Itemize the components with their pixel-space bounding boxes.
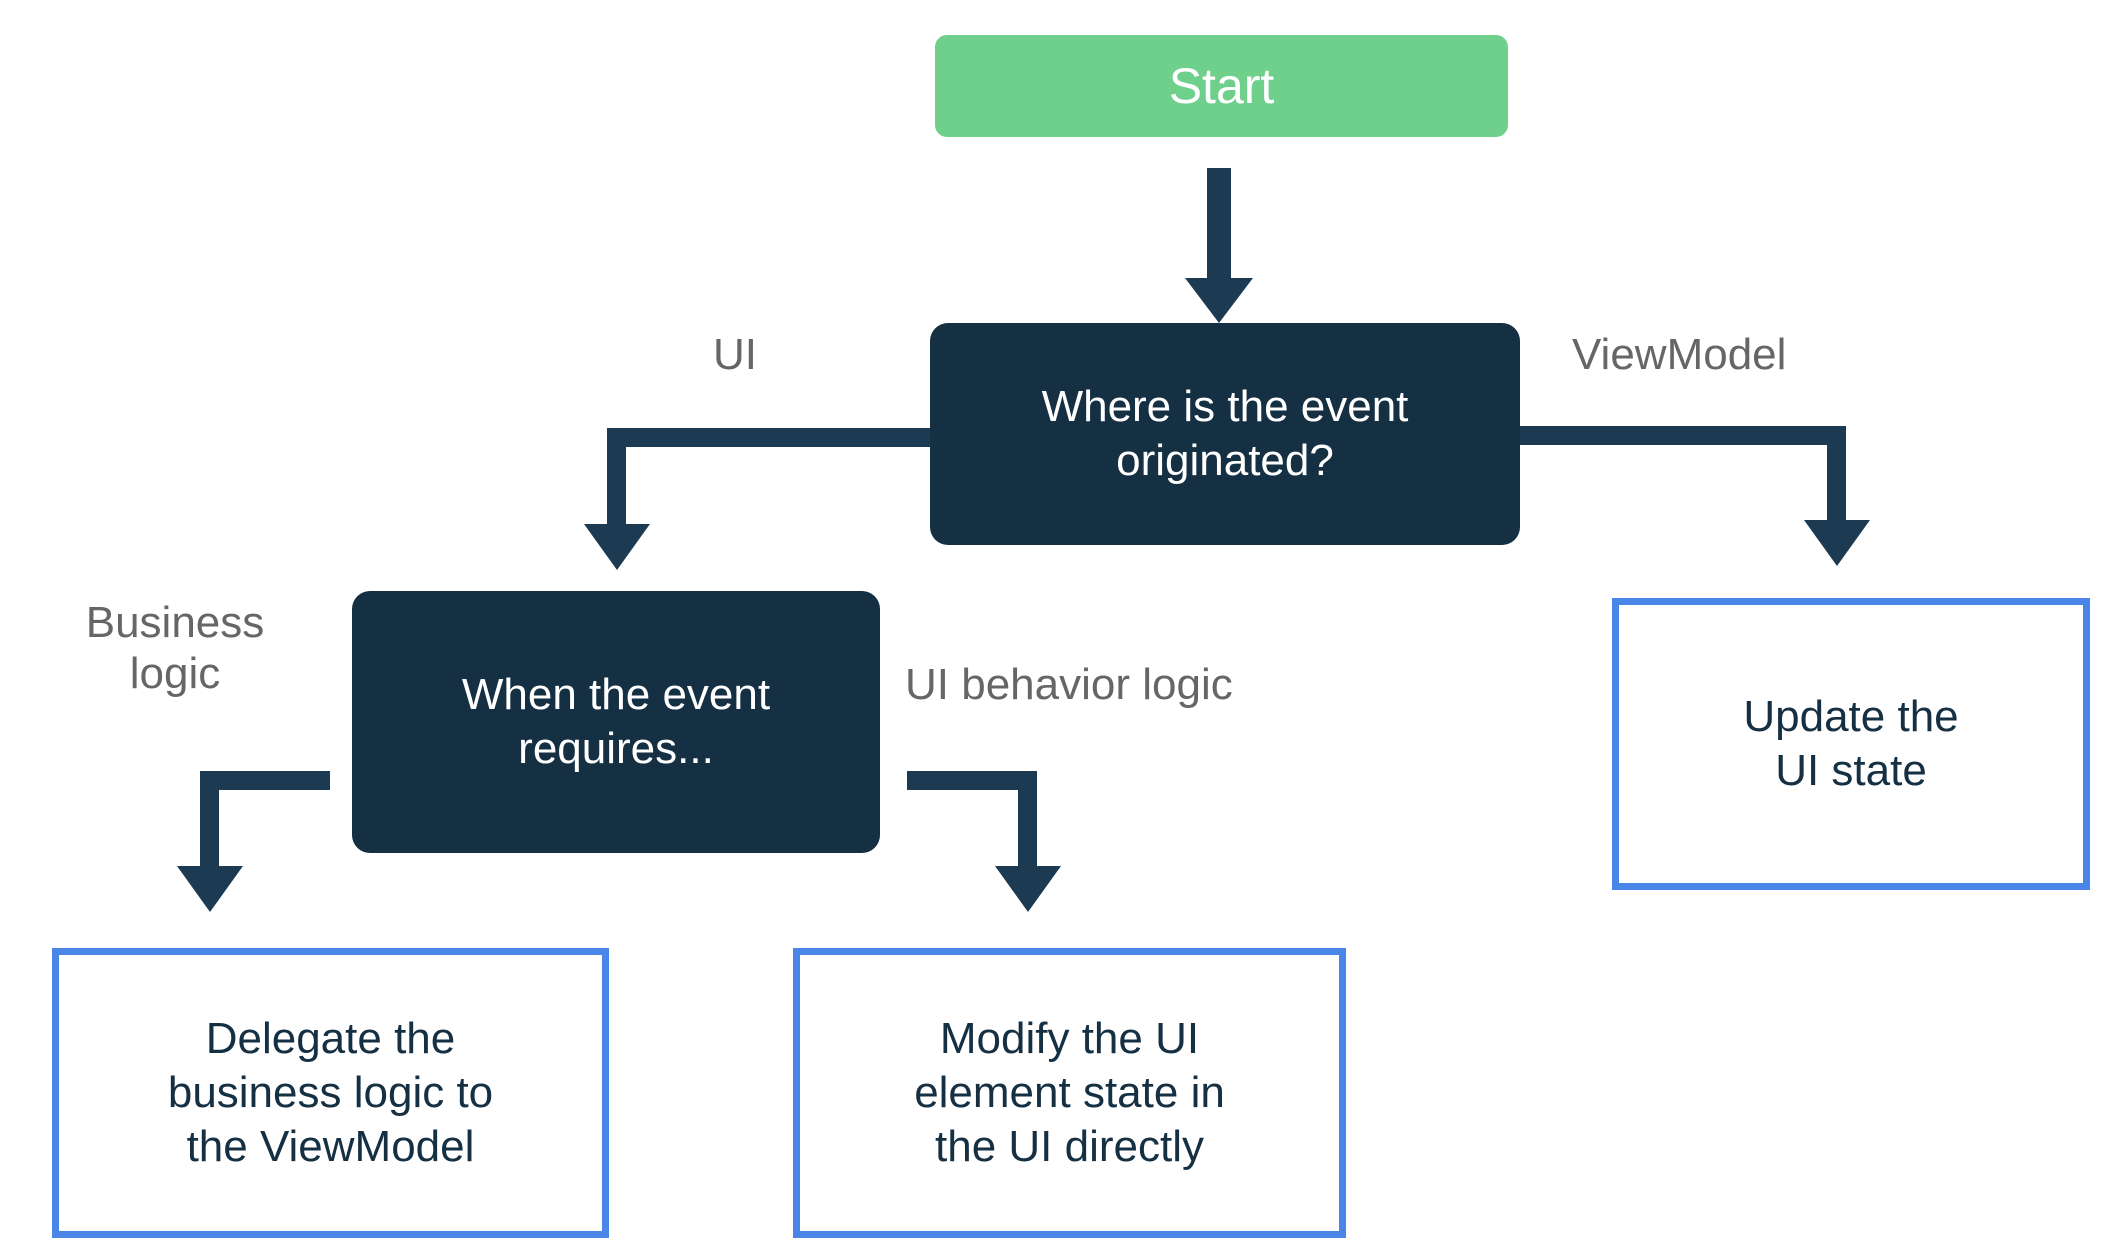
node-modify-ui-element-state[interactable]: Modify the UI element state in the UI di… [793,948,1346,1238]
node-update-ui-state-label: Update the UI state [1743,692,1959,795]
node-event-requires-label: When the event requires... [461,670,771,773]
node-update-ui-state[interactable]: Update the UI state [1612,598,2090,890]
node-start-label: Start [1168,57,1275,114]
node-event-origin-label: Where is the event originated? [1041,382,1409,485]
node-delegate-business-logic[interactable]: Delegate the business logic to the ViewM… [52,948,609,1238]
edge-label-ui-behavior-logic: UI behavior logic [905,660,1233,709]
edge-label-business-logic: Business logic [85,598,265,698]
edge-label-ui: UI [713,330,757,379]
edge-requires-to-delegate [177,771,330,912]
edge-start-to-origin [1185,168,1253,323]
edge-label-viewmodel: ViewModel [1572,330,1787,379]
node-modify-ui-element-state-label: Modify the UI element state in the UI di… [914,1014,1225,1171]
node-event-requires-decision[interactable]: When the event requires... [352,591,880,853]
edge-origin-to-requires [584,428,932,570]
node-start[interactable]: Start [935,35,1508,137]
node-event-origin-decision[interactable]: Where is the event originated? [930,323,1520,545]
node-delegate-business-logic-label: Delegate the business logic to the ViewM… [167,1014,494,1171]
edge-origin-to-update [1519,426,1870,566]
edge-requires-to-modify [907,771,1061,912]
